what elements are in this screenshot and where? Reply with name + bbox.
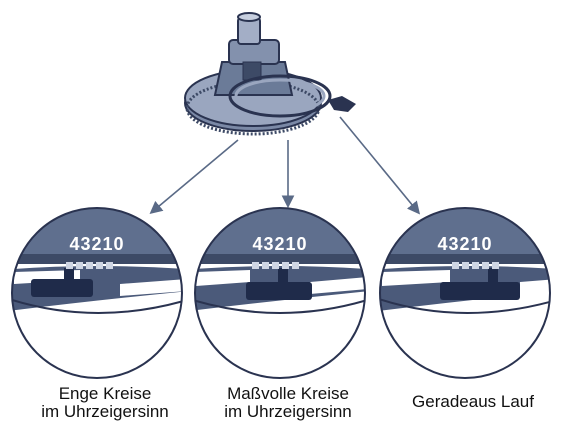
- caption-line1: Maßvolle Kreise: [227, 384, 349, 403]
- caption-moderate-circles: Maßvolle Kreise im Uhrzeigersinn: [193, 385, 383, 421]
- cleaner-head-illustration: [184, 12, 356, 136]
- caption-tight-circles: Enge Kreise im Uhrzeigersinn: [10, 385, 200, 421]
- setting-dots: [452, 262, 499, 269]
- caption-line2: im Uhrzeigersinn: [41, 402, 169, 421]
- arrow-to-left-dial: [149, 139, 239, 215]
- dial-middle: [195, 208, 365, 378]
- caption-line2: im Uhrzeigersinn: [224, 402, 352, 421]
- dial-left-digits: 43210: [69, 234, 124, 254]
- dial-right-digits: 43210: [437, 234, 492, 254]
- dial-middle-digits: 43210: [252, 234, 307, 254]
- dial-left: [12, 208, 182, 378]
- dial-right: [380, 208, 550, 378]
- caption-line1: Geradeaus Lauf: [412, 392, 534, 411]
- selector-arrows: [149, 116, 421, 215]
- setting-dots: [66, 262, 113, 269]
- caption-line1: Enge Kreise: [58, 384, 152, 403]
- setting-dots: [252, 262, 299, 269]
- arrow-to-right-dial: [339, 116, 421, 215]
- caption-straight-run: Geradeaus Lauf: [378, 393, 565, 411]
